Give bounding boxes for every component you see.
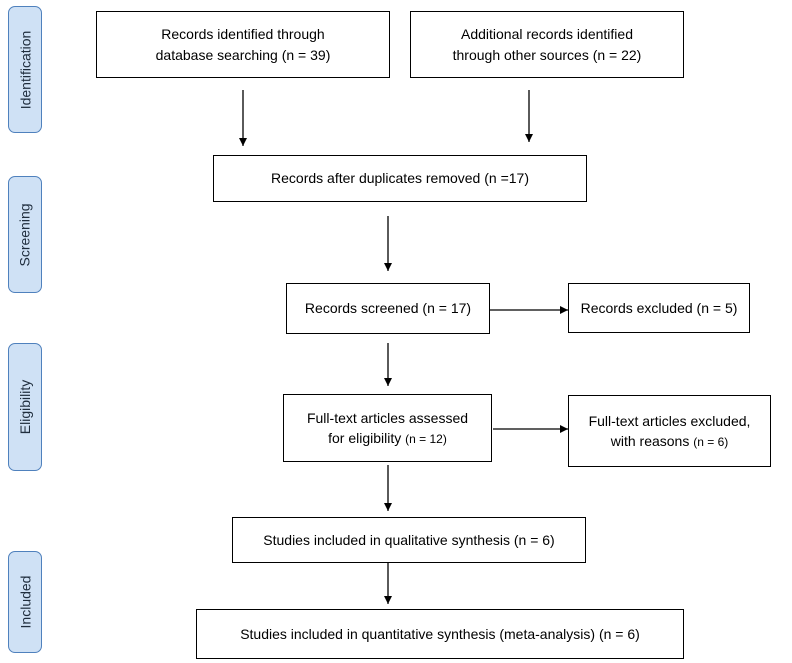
stage-included: Included bbox=[8, 551, 42, 653]
fulltext-excluded-line2: with reasons (n = 6) bbox=[589, 431, 751, 451]
records-screened-text: Records screened (n = 17) bbox=[304, 300, 472, 317]
records-excluded-text: Records excluded (n = 5) bbox=[580, 299, 738, 316]
other-sources-line1: Additional records identified bbox=[460, 26, 633, 43]
box-records-screened: Records screened (n = 17) bbox=[286, 283, 490, 334]
db-search-line1: Records identified through bbox=[161, 26, 325, 43]
box-other-sources: Additional records identified through ot… bbox=[410, 11, 684, 78]
box-fulltext-assessed: Full-text articles assessed for eligibil… bbox=[283, 394, 492, 462]
stage-identification: Identification bbox=[8, 6, 42, 133]
stage-screening: Screening bbox=[8, 176, 42, 293]
quantitative-synthesis-text: Studies included in quantitative synthes… bbox=[240, 625, 640, 642]
fulltext-assessed-line2-main: for eligibility bbox=[328, 429, 406, 446]
box-fulltext-excluded: Full-text articles excluded, with reason… bbox=[568, 395, 771, 467]
fulltext-excluded-line2-main: with reasons bbox=[610, 432, 694, 449]
box-quantitative-synthesis: Studies included in quantitative synthes… bbox=[196, 609, 684, 659]
fulltext-excluded-line1: Full-text articles excluded, bbox=[588, 412, 751, 429]
box-records-excluded: Records excluded (n = 5) bbox=[568, 283, 750, 333]
fulltext-excluded-count: (n = 6) bbox=[693, 434, 729, 449]
box-db-search: Records identified through database sear… bbox=[96, 11, 390, 78]
duplicates-removed-text: Records after duplicates removed (n =17) bbox=[271, 170, 529, 187]
other-sources-line2: through other sources (n = 22) bbox=[452, 46, 642, 63]
qualitative-synthesis-text: Studies included in qualitative synthesi… bbox=[263, 531, 555, 548]
fulltext-assessed-line1: Full-text articles assessed bbox=[306, 409, 469, 426]
fulltext-assessed-line2: for eligibility (n = 12) bbox=[307, 428, 468, 448]
fulltext-assessed-count: (n = 12) bbox=[405, 431, 447, 446]
stage-eligibility: Eligibility bbox=[8, 343, 42, 471]
db-search-line2: database searching (n = 39) bbox=[155, 46, 331, 63]
box-qualitative-synthesis: Studies included in qualitative synthesi… bbox=[232, 517, 586, 563]
box-duplicates-removed: Records after duplicates removed (n =17) bbox=[213, 155, 587, 202]
